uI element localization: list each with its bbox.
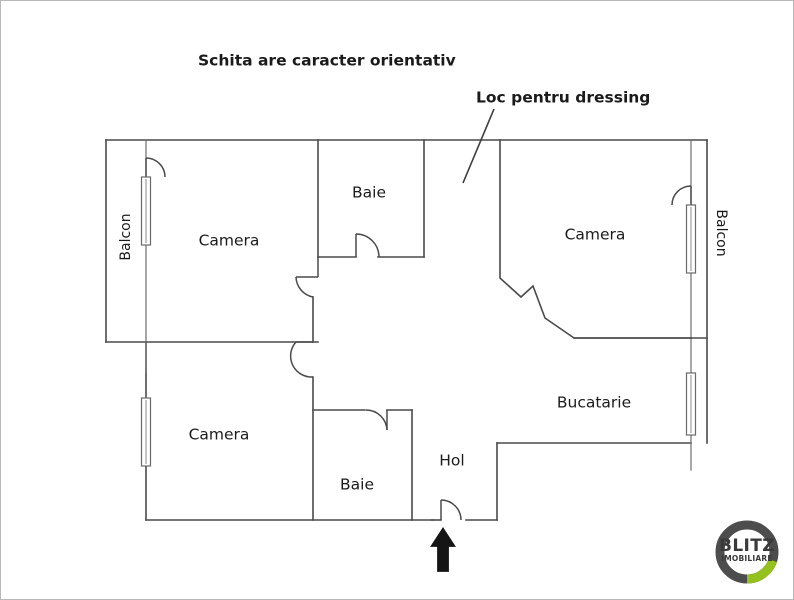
balcony-label-left: Balcon: [118, 213, 134, 260]
logo-text-block: BLITZ IMOBILIARE: [719, 536, 775, 563]
logo-subtitle-text: IMOBILIARE: [721, 554, 772, 563]
door-balcon-left-arc: [145, 157, 166, 178]
window-balcon-right: [685, 204, 697, 274]
room-label-baie-bottom: Baie: [340, 476, 374, 494]
door-baie-bottom-arc: [365, 409, 388, 431]
door-balcon-right-arc: [671, 185, 692, 206]
door-camera-bottom-left-arc: [289, 341, 314, 378]
logo-ring-accent: [746, 558, 777, 584]
room-label-camera-top-right: Camera: [565, 226, 626, 244]
room-label-camera-bottom-left: Camera: [189, 426, 250, 444]
room-label-bucatarie: Bucatarie: [557, 394, 631, 412]
door-arcs: [145, 157, 692, 521]
dressing-callout-label: Loc pentru dressing: [476, 89, 650, 107]
window-camera-bottom-left: [140, 397, 152, 467]
balcony-walls: [145, 139, 692, 471]
room-label-camera-top-left: Camera: [199, 232, 260, 250]
text-labels: Schita are caracter orientativ Loc pentr…: [118, 52, 729, 494]
logo-svg: BLITZ IMOBILIARE: [715, 520, 779, 584]
logo-brand-text: BLITZ: [719, 536, 775, 556]
wall-group-outer: [105, 139, 708, 521]
door-baie-top-arc: [355, 233, 380, 258]
entrance-arrow: [425, 522, 461, 575]
window-balcon-left: [140, 176, 152, 246]
dressing-callout-leader: [462, 108, 495, 184]
wall-group-interior: [312, 139, 708, 521]
room-label-baie-top: Baie: [352, 184, 386, 202]
door-entrance-arc: [440, 499, 462, 521]
door-camera-top-left-arc: [295, 276, 314, 298]
blitz-imobiliare-logo: BLITZ IMOBILIARE: [712, 517, 782, 587]
room-label-hol: Hol: [439, 452, 464, 470]
sketch-disclaimer: Schita are caracter orientativ: [198, 52, 456, 70]
window-bucatarie: [685, 372, 697, 436]
balcony-label-right: Balcon: [713, 209, 729, 256]
windows: [140, 176, 697, 467]
